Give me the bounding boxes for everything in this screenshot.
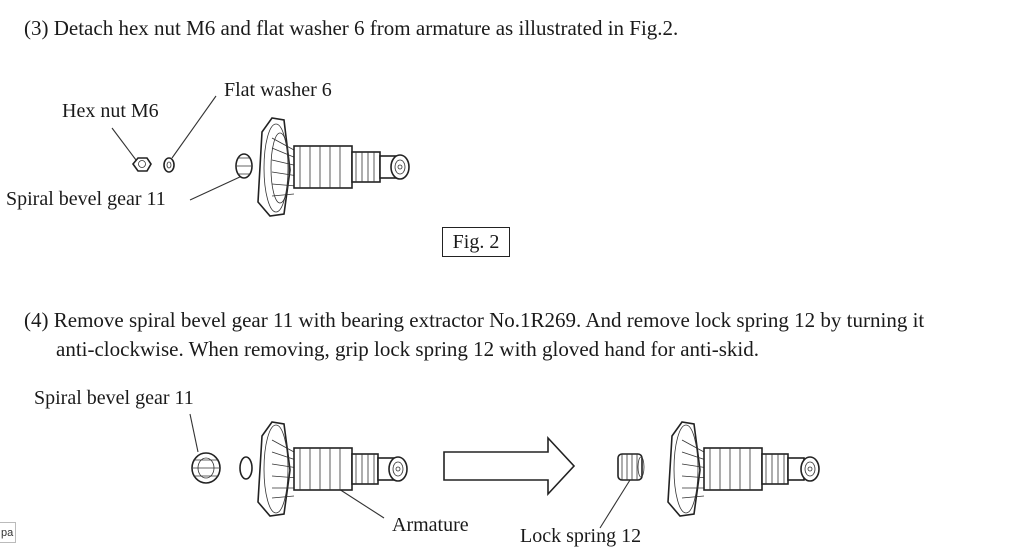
step-3-instruction: (3) Detach hex nut M6 and flat washer 6 … [24,16,679,40]
gear-leader [189,175,243,201]
hex-nut-part [131,157,152,172]
flat-washer-leader [171,95,217,159]
armature-part-left [239,421,408,517]
hex-nut-label: Hex nut M6 [62,100,159,122]
flat-washer-label: Flat washer 6 [224,79,332,101]
lock-spring-leader [599,479,631,529]
lock-spring-label: Lock spring 12 [520,525,642,547]
hex-nut-leader [111,127,137,161]
armature-label: Armature [392,514,469,536]
flat-washer-part [163,157,175,173]
gear-leader-fig3 [189,413,199,453]
lock-spring-part [617,453,645,481]
spiral-bevel-gear-part [191,452,221,484]
figure-caption: Fig. 2 [442,227,510,257]
fig2-illustration [111,95,410,217]
corner-tab[interactable]: pa [0,522,16,543]
spiral-bevel-gear-label-fig2: Spiral bevel gear 11 [6,188,166,210]
step-4-instruction-line1: (4) Remove spiral bevel gear 11 with bea… [24,308,925,332]
process-arrow-icon [443,435,576,497]
armature-part-right [667,421,820,517]
step-4-instruction-line2: anti-clockwise. When removing, grip lock… [56,337,759,361]
fig3-illustration [189,413,820,529]
spiral-bevel-gear-label-fig3: Spiral bevel gear 11 [34,387,194,409]
armature-part-fig2 [235,117,410,217]
